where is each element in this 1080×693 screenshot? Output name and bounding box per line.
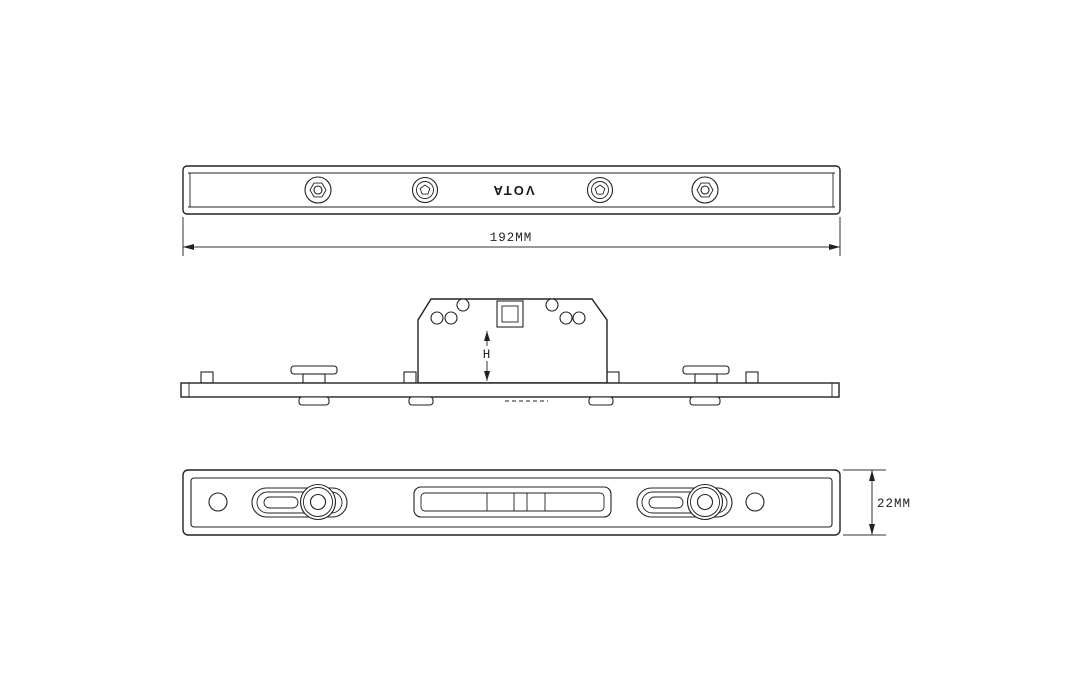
roller-cam-left (299, 483, 337, 521)
rivet (572, 311, 586, 325)
stud-right-outer (745, 371, 759, 384)
thickness-dimension: 22MM (843, 469, 922, 536)
arrowhead-left-icon (183, 244, 194, 250)
roller-cam-right (686, 483, 724, 521)
front-view: H (180, 298, 840, 406)
foot-right (689, 396, 721, 406)
top-view: VOTA (182, 165, 841, 215)
central-slide-slot (413, 486, 612, 518)
slide-block (486, 492, 546, 512)
dimension-text-mask (874, 493, 922, 510)
arrowhead-down-icon (484, 371, 490, 381)
arrowhead-top-icon (869, 470, 875, 481)
stud-mid-left (403, 371, 417, 384)
bar-rear-inner-outline (190, 477, 833, 528)
foot-left (298, 396, 330, 406)
mushroom-cam-right (682, 365, 730, 384)
bar-rear-outline (182, 469, 841, 536)
adjust-slot-right (648, 496, 684, 509)
stud-mid-right (606, 371, 620, 384)
foot-mid-right (588, 396, 614, 406)
rivet (545, 298, 559, 312)
width-dimension-text: 192MM (490, 231, 533, 245)
height-dimension-text: H (483, 348, 492, 362)
roller-cam-plate-right (636, 483, 733, 521)
arrowhead-right-icon (829, 244, 840, 250)
rivet (430, 311, 444, 325)
mushroom-cam-left (290, 365, 338, 384)
fixing-hole-left (208, 492, 228, 512)
torx-screw-right (586, 176, 614, 204)
rivet (456, 298, 470, 312)
gearbox-housing (417, 298, 608, 384)
dimension-text-mask (480, 346, 494, 361)
rivet (444, 311, 458, 325)
foot-mid-left (408, 396, 434, 406)
torx-screw-left (411, 176, 439, 204)
fixing-hole-right (745, 492, 765, 512)
adjust-slot-left (263, 496, 299, 509)
height-dimension: H (480, 331, 494, 381)
spindle-square (496, 300, 524, 328)
rivet (559, 311, 573, 325)
arrowhead-up-icon (484, 331, 490, 341)
width-dimension: 192MM (182, 217, 841, 256)
hex-screw-right (691, 176, 719, 204)
roller-cam-plate-left (251, 483, 348, 521)
stud-left-outer (200, 371, 214, 384)
brand-text: VOTA (491, 183, 534, 198)
lock-bar (180, 382, 840, 398)
arrowhead-bottom-icon (869, 524, 875, 535)
thickness-dimension-text: 22MM (877, 497, 911, 511)
faceplate-top-outline (182, 165, 841, 215)
hex-screw-left (304, 176, 332, 204)
bottom-view (182, 469, 841, 536)
